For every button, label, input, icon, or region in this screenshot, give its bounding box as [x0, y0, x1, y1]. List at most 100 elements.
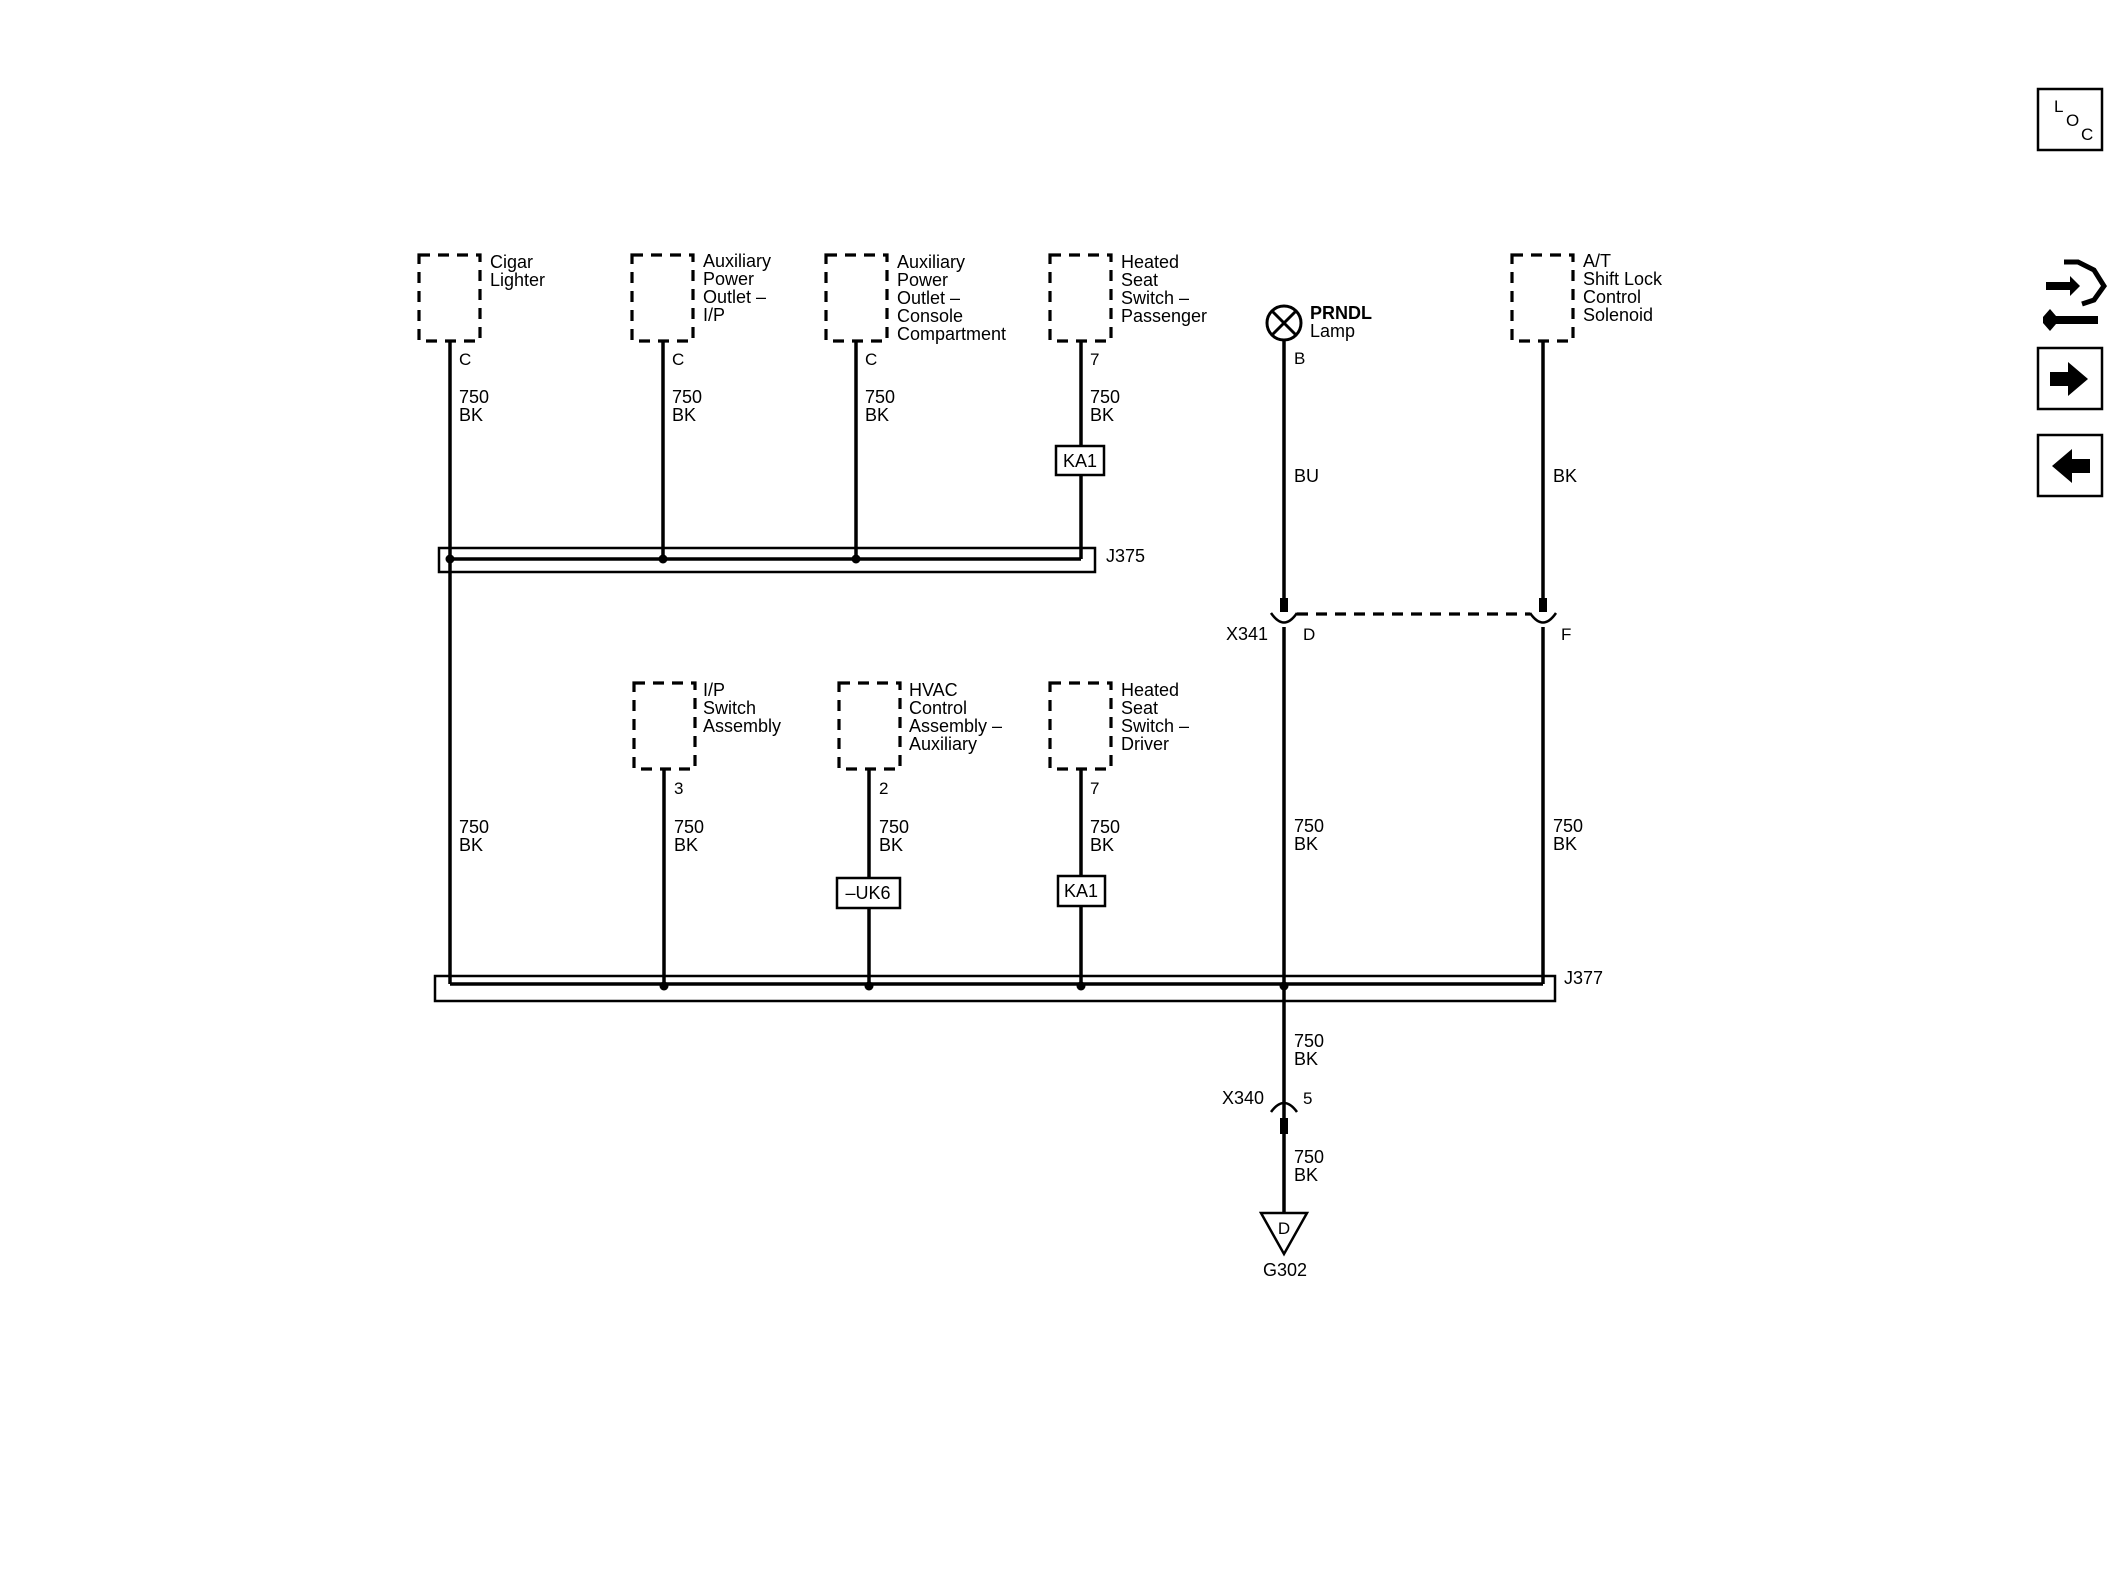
loc-button[interactable]: L O C	[2036, 87, 2104, 152]
option-badge-ka1-passenger: KA1	[1054, 444, 1106, 477]
component-cigar-lighter[interactable]: Cigar Lighter C	[417, 252, 545, 369]
aux-outlet-ip-wire-color: BK	[672, 405, 696, 425]
ground-wire-2-color: BK	[1294, 1165, 1318, 1185]
heated-seat-driver-wire-gauge: 750	[1090, 817, 1120, 837]
connector-x341-pin-f: F	[1561, 625, 1571, 644]
ground-g302[interactable]: D G302	[1258, 1211, 1310, 1280]
aux-outlet-console-wire-gauge: 750	[865, 387, 895, 407]
cigar-lighter-label-1: Cigar	[490, 252, 533, 272]
option-uk6-text: –UK6	[845, 883, 890, 903]
component-ip-switch-assembly[interactable]: I/P Switch Assembly 3	[632, 680, 781, 798]
component-hvac-control-aux[interactable]: HVAC Control Assembly – Auxiliary 2	[837, 680, 1002, 798]
ip-switch-label-2: Switch	[703, 698, 756, 718]
ground-letter: D	[1278, 1219, 1290, 1238]
connector-x340-pin: 5	[1303, 1089, 1312, 1108]
heated-seat-passenger-label-2: Seat	[1121, 270, 1158, 290]
heated-seat-driver-label-3: Switch –	[1121, 716, 1189, 736]
loc-letter-l: L	[2054, 97, 2063, 116]
option-badge-uk6: –UK6	[835, 876, 902, 910]
aux-outlet-ip-pin: C	[672, 350, 684, 369]
splice-j375-label: J375	[1106, 546, 1145, 566]
hvac-label-3: Assembly –	[909, 716, 1002, 736]
shift-lock-label-3: Control	[1583, 287, 1641, 307]
heated-seat-passenger-label-3: Switch –	[1121, 288, 1189, 308]
hvac-label-4: Auxiliary	[909, 734, 977, 754]
heated-seat-driver-label-2: Seat	[1121, 698, 1158, 718]
heated-seat-driver-pin: 7	[1090, 779, 1099, 798]
hvac-wire-gauge: 750	[879, 817, 909, 837]
heated-seat-passenger-label-1: Heated	[1121, 252, 1179, 272]
ip-switch-wire-color: BK	[674, 835, 698, 855]
splice-j377-label: J377	[1564, 968, 1603, 988]
connector-x341-name: X341	[1226, 624, 1268, 644]
aux-outlet-console-label-2: Power	[897, 270, 948, 290]
heated-seat-passenger-wire-color: BK	[1090, 405, 1114, 425]
heated-seat-driver-wire-color: BK	[1090, 835, 1114, 855]
component-shift-lock-solenoid[interactable]: A/T Shift Lock Control Solenoid	[1510, 251, 1663, 343]
aux-outlet-console-label-5: Compartment	[897, 324, 1006, 344]
ground-wire-2-gauge: 750	[1294, 1147, 1324, 1167]
prndl-wire-color: BU	[1294, 466, 1319, 486]
hvac-label-1: HVAC	[909, 680, 958, 700]
option-badge-ka1-driver: KA1	[1056, 874, 1107, 908]
ground-wire-1-color: BK	[1294, 1049, 1318, 1069]
splice-pack-j377[interactable]: J377	[433, 968, 1603, 1003]
aux-outlet-ip-label-1: Auxiliary	[703, 251, 771, 271]
prndl-lower-wire-color: BK	[1294, 834, 1318, 854]
option-ka1-driver-text: KA1	[1064, 881, 1098, 901]
loc-letter-o: O	[2066, 111, 2079, 130]
prndl-lamp-pin: B	[1294, 349, 1305, 368]
cigar-lighter-pin: C	[459, 350, 471, 369]
shift-lock-label-2: Shift Lock	[1583, 269, 1663, 289]
splice-pack-j375[interactable]: J375	[437, 546, 1145, 574]
cigar-lighter-wire-color: BK	[459, 405, 483, 425]
aux-outlet-console-label-4: Console	[897, 306, 963, 326]
aux-outlet-ip-label-3: Outlet –	[703, 287, 766, 307]
shift-lock-lower-wire-color: BK	[1553, 834, 1577, 854]
aux-outlet-ip-label-4: I/P	[703, 305, 725, 325]
hvac-wire-color: BK	[879, 835, 903, 855]
ip-switch-pin: 3	[674, 779, 683, 798]
cigar-lighter-label-2: Lighter	[490, 270, 545, 290]
arrow-right-icon	[2050, 362, 2088, 396]
prndl-lamp-label-1: PRNDL	[1310, 303, 1372, 323]
component-aux-outlet-ip[interactable]: Auxiliary Power Outlet – I/P C	[630, 251, 771, 369]
previous-page-button[interactable]	[2036, 433, 2104, 498]
prndl-lamp-label-2: Lamp	[1310, 321, 1355, 341]
cigar-lighter-wire-gauge: 750	[459, 387, 489, 407]
option-ka1-passenger-text: KA1	[1063, 451, 1097, 471]
component-heated-seat-driver[interactable]: Heated Seat Switch – Driver 7	[1048, 680, 1189, 798]
ip-switch-wire-gauge: 750	[674, 817, 704, 837]
hvac-pin: 2	[879, 779, 888, 798]
ip-switch-label-1: I/P	[703, 680, 725, 700]
aux-outlet-console-wire-color: BK	[865, 405, 889, 425]
heated-seat-driver-label-1: Heated	[1121, 680, 1179, 700]
shift-lock-label-1: A/T	[1583, 251, 1611, 271]
component-aux-outlet-console[interactable]: Auxiliary Power Outlet – Console Compart…	[824, 252, 1006, 369]
aux-outlet-console-label-1: Auxiliary	[897, 252, 965, 272]
loc-letter-c: C	[2081, 125, 2093, 144]
hvac-label-2: Control	[909, 698, 967, 718]
connector-x340-name: X340	[1222, 1088, 1264, 1108]
main-left-wire-gauge: 750	[459, 817, 489, 837]
connector-x340[interactable]: X340 5	[1222, 1088, 1312, 1134]
component-heated-seat-passenger[interactable]: Heated Seat Switch – Passenger 7	[1048, 252, 1207, 369]
connector-tool-icon[interactable]	[2043, 259, 2108, 331]
main-left-wire-color: BK	[459, 835, 483, 855]
ip-switch-label-3: Assembly	[703, 716, 781, 736]
heated-seat-passenger-pin: 7	[1090, 350, 1099, 369]
prndl-lower-wire-gauge: 750	[1294, 816, 1324, 836]
next-page-button[interactable]	[2036, 346, 2104, 411]
shift-lock-wire-color: BK	[1553, 466, 1577, 486]
shift-lock-lower-wire-gauge: 750	[1553, 816, 1583, 836]
shift-lock-label-4: Solenoid	[1583, 305, 1653, 325]
ground-g302-label: G302	[1263, 1260, 1307, 1280]
heated-seat-driver-label-4: Driver	[1121, 734, 1169, 754]
connector-x341-pin-d: D	[1303, 625, 1315, 644]
heated-seat-passenger-label-4: Passenger	[1121, 306, 1207, 326]
connector-x341[interactable]: X341 D F	[1226, 598, 1571, 644]
aux-outlet-console-pin: C	[865, 350, 877, 369]
aux-outlet-ip-wire-gauge: 750	[672, 387, 702, 407]
arrow-left-icon	[2052, 449, 2090, 483]
